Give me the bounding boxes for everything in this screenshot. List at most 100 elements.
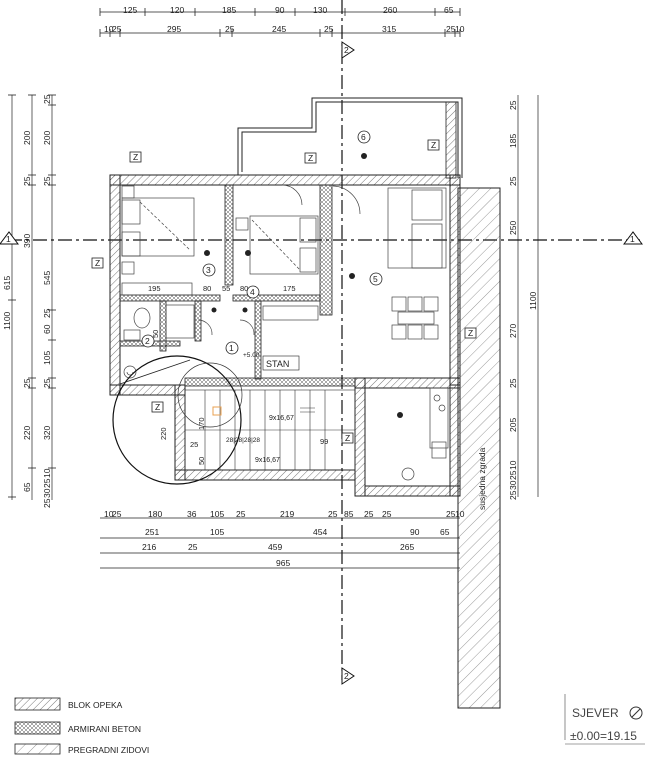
dim-label: 545: [42, 271, 52, 285]
top-dimension-ticks: [99, 8, 461, 37]
dim-label: 25: [42, 478, 52, 488]
dim-label: 30: [42, 488, 52, 498]
legend-label: BLOK OPEKA: [68, 700, 123, 710]
dim-label: 25: [188, 542, 198, 552]
dim-label: 10: [455, 24, 465, 34]
dim-label: 105: [210, 527, 224, 537]
svg-text:1: 1: [6, 234, 11, 244]
bottom-dimensions: [100, 517, 460, 569]
right-dimensions: [517, 95, 539, 497]
legend-label: ARMIRANI BETON: [68, 724, 141, 734]
dim-label: 25: [236, 509, 246, 519]
svg-text:2: 2: [344, 45, 349, 55]
furniture: [121, 184, 449, 481]
dim-label: 1100: [528, 291, 538, 310]
north-label: SJEVER: [572, 706, 619, 720]
dim-label: 320: [42, 426, 52, 440]
entrance-arc-small: [177, 362, 243, 428]
dim-label: 265: [400, 542, 414, 552]
svg-text:Z: Z: [95, 258, 100, 268]
left-dimension-ticks: [8, 94, 56, 498]
interior-dim: 175: [283, 284, 296, 293]
dim-label: 615: [2, 276, 12, 290]
interior-dim: 80: [203, 284, 211, 293]
svg-text:4: 4: [250, 287, 255, 297]
dim-label: 180: [148, 509, 162, 519]
interior-dimensions: 195 80 55 80 175 50 170 220 25 50 99: [148, 284, 328, 465]
stair-label-up: 9x16,67: [269, 415, 294, 422]
north-arrow-icon: [629, 706, 643, 720]
svg-text:6: 6: [361, 132, 366, 142]
dim-label: 25: [112, 24, 122, 34]
svg-text:2: 2: [344, 671, 349, 681]
stair-label-down: 9x16,67: [255, 457, 280, 464]
legend-swatch-blok-opeka: [14, 697, 61, 711]
dim-label: 25: [42, 176, 52, 186]
stan-label-box: [262, 355, 300, 371]
dim-label: 60: [42, 324, 52, 334]
dim-label: 245: [272, 24, 286, 34]
dim-label: 10: [508, 460, 518, 470]
dim-label: 454: [313, 527, 327, 537]
dim-label: 1100: [2, 311, 12, 330]
dim-label: 25: [382, 509, 392, 519]
dim-label: 205: [508, 418, 518, 432]
left-dim-labels: 615 1100 200 25 390 25 220 65 25 200 25 …: [2, 94, 52, 508]
dim-label: 90: [410, 527, 420, 537]
svg-text:1: 1: [229, 343, 234, 353]
legend-swatch-armirani-beton: [14, 721, 61, 735]
interior-dim: 50: [151, 330, 160, 338]
dim-label: 25: [22, 176, 32, 186]
dim-label: 260: [383, 5, 397, 15]
dim-label: 216: [142, 542, 156, 552]
section-marker-2-top: 2: [341, 41, 355, 59]
dim-label: 25: [42, 308, 52, 318]
dim-label: 25: [225, 24, 235, 34]
stair-marker: [212, 406, 222, 416]
stan-label: STAN: [266, 359, 289, 369]
dim-label: 315: [382, 24, 396, 34]
dim-label: 25: [508, 100, 518, 110]
dim-label: 25: [508, 470, 518, 480]
interior-dim: 99: [320, 437, 328, 446]
interior-dim: 25: [190, 440, 198, 449]
interior-dim: 80: [240, 284, 248, 293]
dim-label: 25: [22, 378, 32, 388]
fixture-symbols: [204, 153, 403, 418]
dim-label: 90: [275, 5, 285, 15]
entrance-swing-line: [119, 359, 191, 385]
left-dimensions: [11, 95, 53, 500]
top-dim-labels-row2: 10 25 295 25 245 25 315 25 10: [104, 24, 465, 34]
neighbor-building: [457, 187, 501, 709]
legend: BLOK OPEKA ARMIRANI BETON PREGRADNI ZIDO…: [14, 697, 149, 755]
dim-label: 185: [222, 5, 236, 15]
dim-label: 85: [344, 509, 354, 519]
svg-text:1: 1: [630, 234, 635, 244]
dim-label: 25: [42, 94, 52, 104]
dim-label: 25: [508, 176, 518, 186]
elevation-label: ±0.00=19.15: [570, 729, 637, 743]
svg-text:Z: Z: [308, 153, 313, 163]
svg-text:Z: Z: [133, 152, 138, 162]
dim-label: 219: [280, 509, 294, 519]
svg-text:3: 3: [206, 265, 211, 275]
dim-label: 200: [22, 131, 32, 145]
dim-label: 25: [446, 509, 456, 519]
room-numbers: 6 3 5 4 2 1: [141, 130, 383, 355]
dim-label: 10: [104, 24, 114, 34]
dim-label: 65: [444, 5, 454, 15]
dim-label: 120: [170, 5, 184, 15]
entrance-swing-circle: [112, 355, 242, 485]
dim-label: 10: [42, 468, 52, 478]
dim-label: 251: [145, 527, 159, 537]
bottom-dim-row3: 216 25 459 265: [142, 542, 414, 552]
section-marker-1-right: 1: [623, 231, 643, 245]
dim-label: 25: [508, 490, 518, 500]
section-marker-2-bottom: 2: [341, 667, 355, 685]
interior-dim: 195: [148, 284, 161, 293]
svg-text:2: 2: [145, 336, 150, 346]
z-markers: Z Z Z Z Z Z Z: [91, 139, 477, 444]
dim-label: 390: [22, 234, 32, 248]
dim-label: 125: [123, 5, 137, 15]
svg-text:Z: Z: [345, 433, 350, 443]
